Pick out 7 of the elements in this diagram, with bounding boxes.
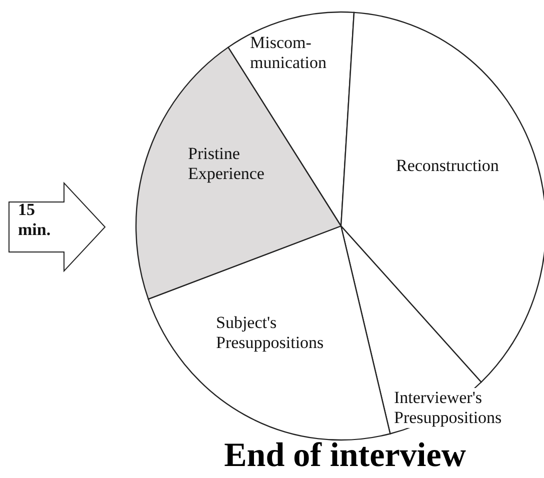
slice-label: Miscom- munication: [250, 33, 350, 73]
arrow-label: 15 min.: [18, 200, 52, 240]
slice-label: Pristine Experience: [188, 144, 288, 184]
block-arrow: [8, 182, 107, 272]
slice-label: Reconstruction: [396, 156, 536, 176]
caption-text: End of interview: [223, 436, 467, 476]
slice-label: Subject's Presuppositions: [216, 313, 356, 353]
